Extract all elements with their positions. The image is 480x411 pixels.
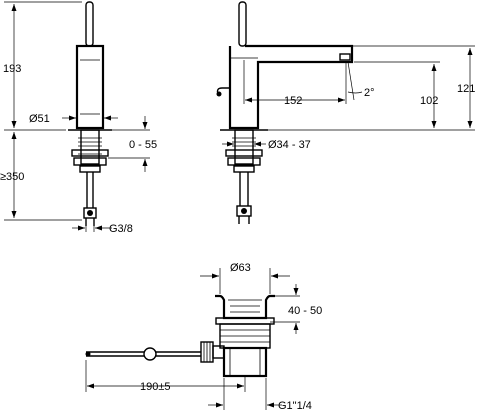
dim-height-total-label: 193 — [3, 63, 21, 75]
dim-supply-thread-label: G3/8 — [109, 223, 133, 235]
dim-spout-angle: 2° — [347, 61, 375, 101]
front-view: 193 ≥350 Ø51 0 - 55 — [0, 1, 157, 235]
dim-waste-thread: G1"1/4 — [208, 378, 312, 411]
waste-flange — [215, 294, 275, 320]
dim-body-diameter-label: Ø51 — [29, 113, 50, 125]
dim-spout-heights: 102 121 — [262, 45, 475, 131]
dim-waste-thread-label: G1"1/4 — [278, 400, 312, 411]
dim-spout-reach-label: 152 — [284, 95, 302, 107]
dim-rod-length: 190±5 — [85, 360, 246, 393]
dim-waste-height: 40 - 50 — [270, 284, 322, 334]
dim-depth-min-label: ≥350 — [0, 171, 24, 183]
dim-supply-thread: G3/8 — [72, 220, 133, 235]
supply-pipe — [83, 172, 97, 226]
dim-spout-reach: 152 — [243, 60, 347, 107]
dim-waste-diameter: Ø63 — [200, 262, 290, 294]
side-thread — [225, 129, 263, 224]
dim-body-diameter: Ø51 — [29, 104, 118, 125]
dim-spout-height-label: 102 — [420, 95, 438, 107]
dim-spout-angle-label: 2° — [364, 87, 375, 99]
dim-waste-height-label: 40 - 50 — [288, 305, 322, 317]
dim-depth-min: ≥350 — [0, 132, 82, 221]
waste-view: Ø63 40 - 50 190±5 G1"1/4 — [85, 262, 322, 411]
tap-body — [75, 44, 105, 130]
mounting-thread — [71, 129, 109, 173]
dim-deck-thickness: 0 - 55 — [108, 116, 157, 172]
dim-rod-length-label: 190±5 — [140, 381, 171, 393]
lever-handle — [85, 1, 94, 47]
side-view: 152 2° 102 121 Ø34 - 37 — [216, 1, 475, 224]
side-lever — [238, 1, 247, 47]
dim-waste-diameter-label: Ø63 — [230, 262, 251, 274]
dim-hole-diameter: Ø34 - 37 — [222, 134, 311, 151]
dim-hole-diameter-label: Ø34 - 37 — [268, 139, 311, 151]
dim-height-total: 193 — [3, 1, 82, 131]
dim-deck-thickness-label: 0 - 55 — [129, 139, 157, 151]
dim-spout-top-label: 121 — [457, 83, 475, 95]
